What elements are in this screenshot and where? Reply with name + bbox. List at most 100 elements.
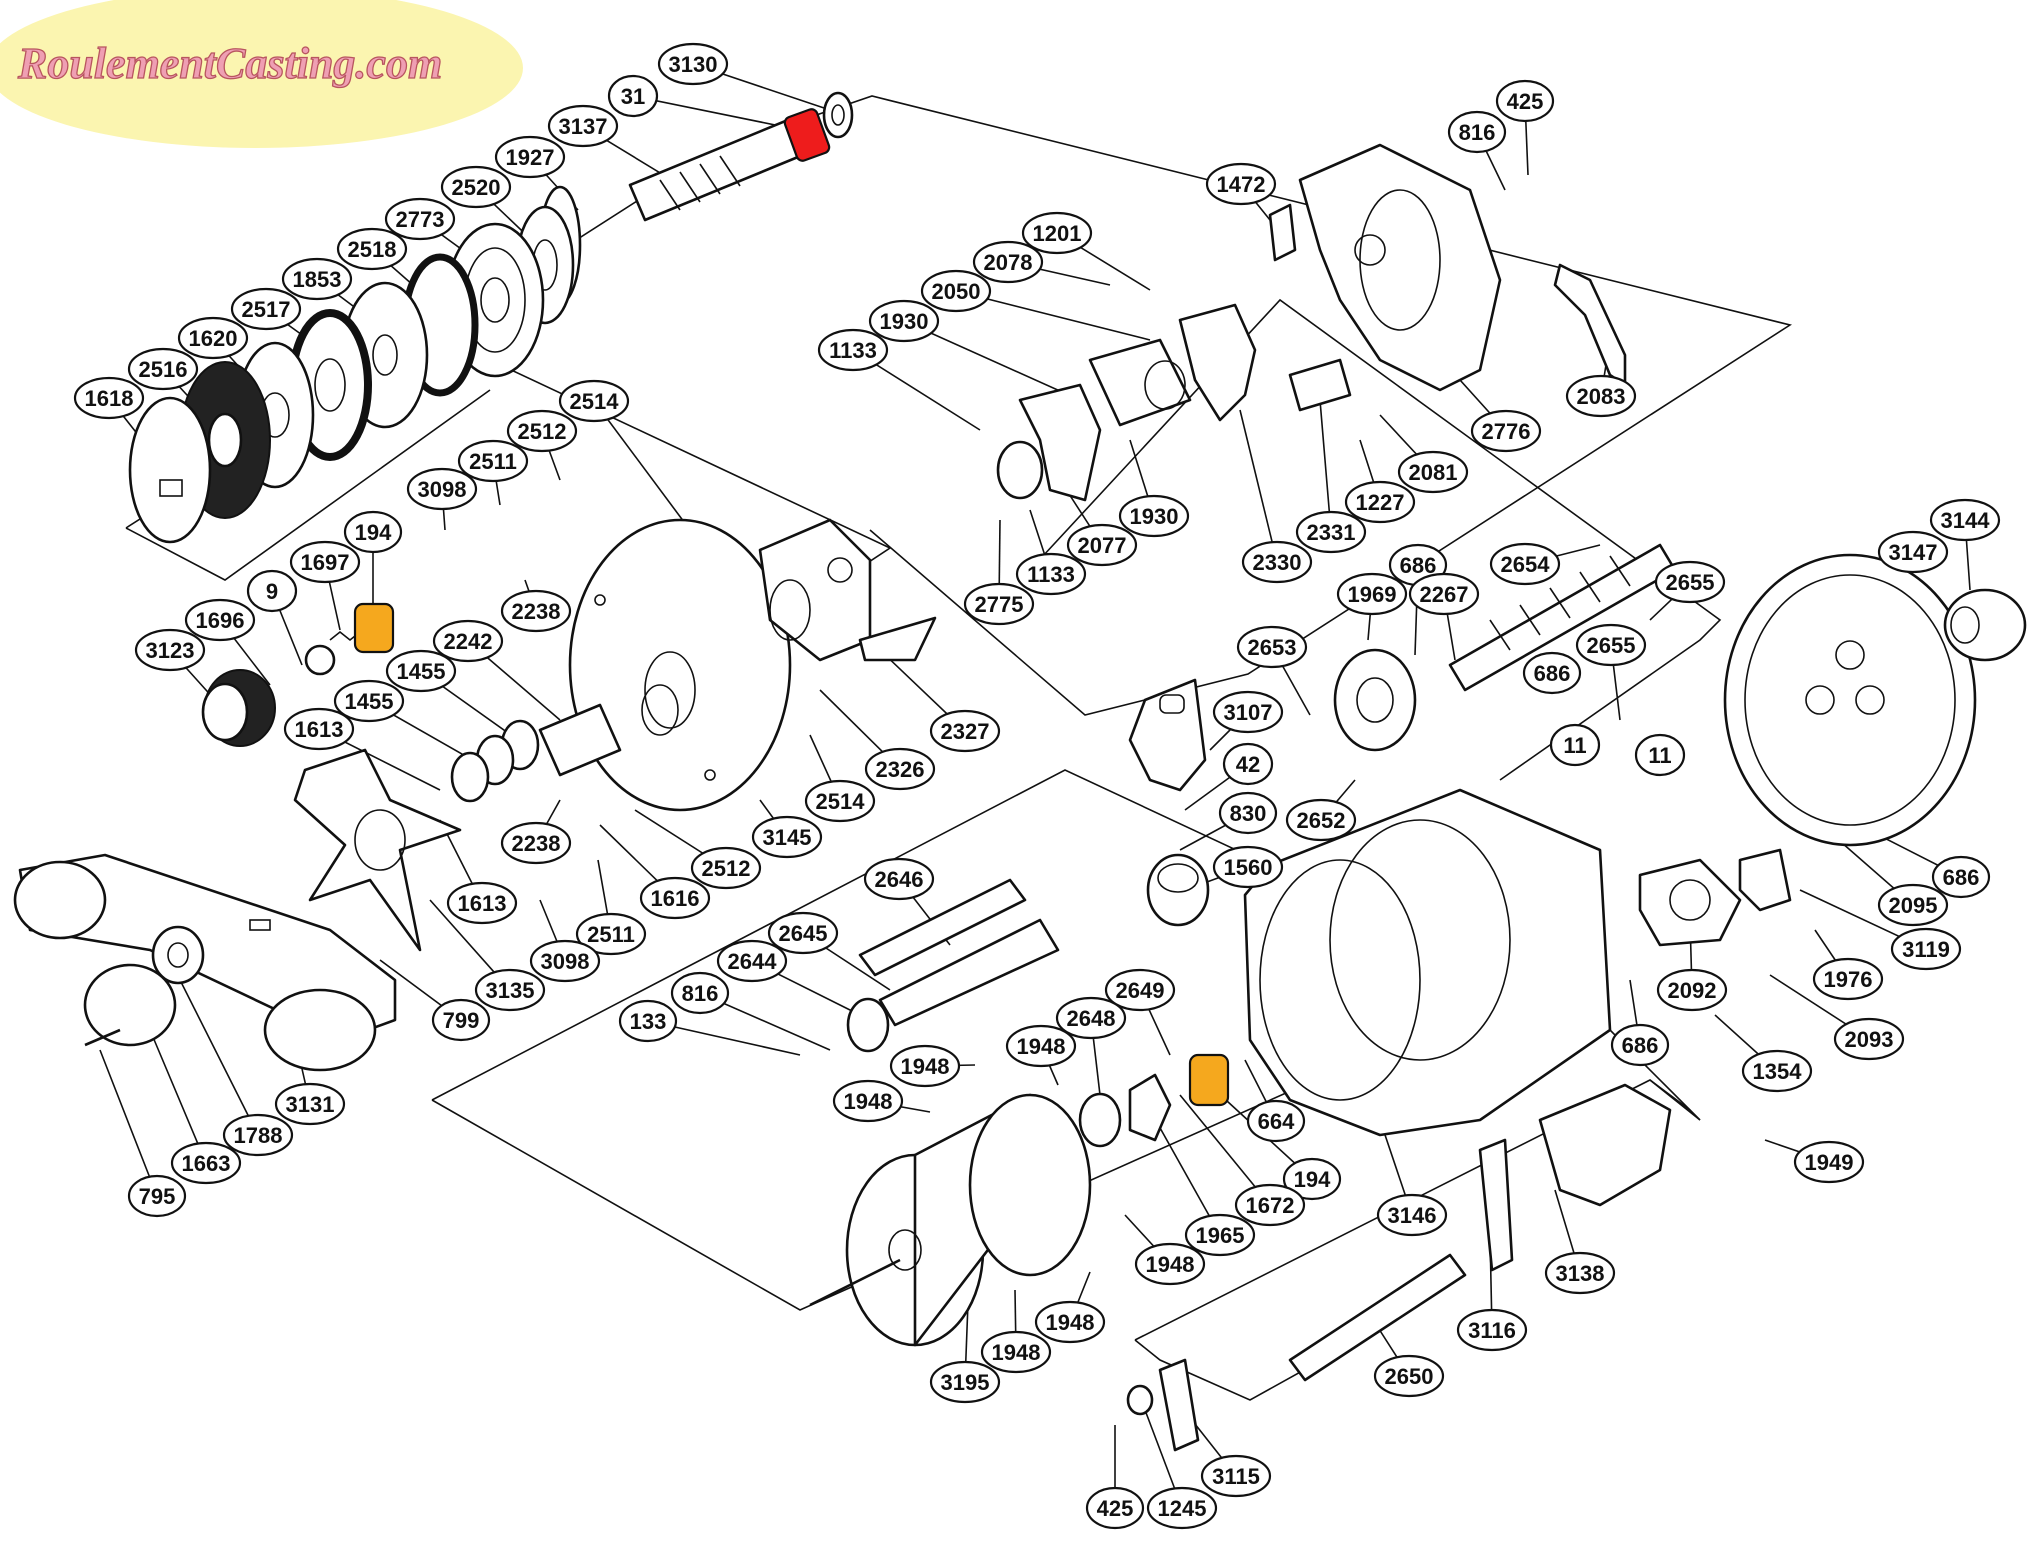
part-label-1965: 1965 <box>1184 1213 1256 1257</box>
part-label-bubble <box>1246 1099 1306 1143</box>
part-label-2083: 2083 <box>1565 374 1637 418</box>
part-label-bubble <box>1205 162 1277 206</box>
part-label-bubble <box>618 999 678 1043</box>
part-label-830: 830 <box>1218 791 1278 835</box>
part-label-bubble <box>500 589 572 633</box>
part-label-bubble <box>1489 542 1561 586</box>
part-label-text: 425 <box>1097 1496 1134 1521</box>
part-label-text: 3147 <box>1889 540 1938 565</box>
part-label-text: 2083 <box>1577 384 1626 409</box>
part-label-bubble <box>506 409 578 453</box>
part-label-3098a: 3098 <box>406 467 478 511</box>
part-label-text: 2093 <box>1845 1027 1894 1052</box>
part-label-bubble <box>1447 110 1507 154</box>
part-label-text: 194 <box>1294 1167 1331 1192</box>
part-label-text: 1618 <box>85 386 134 411</box>
part-label-text: 194 <box>355 520 392 545</box>
logo-text: RoulementCasting.com <box>17 39 442 88</box>
clip-2327 <box>858 616 937 662</box>
site-logo: RoulementCasting.com <box>0 0 523 148</box>
part-label-686d: 686 <box>1931 855 1991 899</box>
part-label-1618: 1618 <box>73 376 145 420</box>
part-label-2326: 2326 <box>864 747 936 791</box>
bar-2645 <box>878 918 1060 1027</box>
part-label-3116: 3116 <box>1456 1308 1528 1352</box>
part-label-3115: 3115 <box>1200 1454 1272 1498</box>
part-label-3131: 3131 <box>274 1082 346 1126</box>
part-label-text: 3138 <box>1556 1261 1605 1286</box>
part-label-194a: 194 <box>343 510 403 554</box>
part-label-bubble <box>1634 733 1686 777</box>
part-label-text: 1969 <box>1348 582 1397 607</box>
part-label-text: 425 <box>1507 89 1544 114</box>
part-label-2654: 2654 <box>1489 542 1561 586</box>
part-label-1672: 1672 <box>1234 1183 1306 1227</box>
part-label-2512b: 2512 <box>690 846 762 890</box>
part-label-2514a: 2514 <box>558 379 630 423</box>
part-label-2516: 2516 <box>127 347 199 391</box>
part-label-2331: 2331 <box>1295 510 1367 554</box>
part-label-3137: 3137 <box>547 104 619 148</box>
part-label-1948e: 1948 <box>1034 1300 1106 1344</box>
part-label-bubble <box>1055 996 1127 1040</box>
pinion-2775 <box>996 440 1044 500</box>
part-label-text: 1927 <box>506 145 555 170</box>
part-label-text: 3146 <box>1388 1203 1437 1228</box>
part-label-text: 1930 <box>880 309 929 334</box>
part-label-bubble <box>246 569 298 613</box>
part-label-bubble <box>1236 625 1308 669</box>
part-label-bubble <box>1470 409 1542 453</box>
part-label-bubble <box>1877 883 1949 927</box>
part-label-1948d: 1948 <box>1134 1242 1206 1286</box>
plate-3116 <box>1478 1138 1514 1272</box>
part-label-text: 1788 <box>234 1123 283 1148</box>
part-label-1560: 1560 <box>1212 845 1284 889</box>
part-label-bubble <box>1376 1193 1448 1237</box>
part-label-bubble <box>73 376 145 420</box>
part-label-1697: 1697 <box>289 540 361 584</box>
part-label-text: 2511 <box>469 449 517 474</box>
part-label-bubble <box>230 287 302 331</box>
part-label-text: 2514 <box>570 389 620 414</box>
part-label-bubble <box>474 968 546 1012</box>
part-label-text: 3137 <box>559 114 608 139</box>
part-label-2652: 2652 <box>1285 798 1357 842</box>
housing-3138 <box>1538 1083 1672 1207</box>
part-label-bubble <box>134 628 206 672</box>
part-label-bubble <box>558 379 630 423</box>
part-label-816a: 816 <box>1447 110 1507 154</box>
part-label-text: 2645 <box>779 921 828 946</box>
part-label-text: 1948 <box>992 1340 1041 1365</box>
part-label-text: 1948 <box>1017 1034 1066 1059</box>
part-label-text: 1663 <box>182 1151 231 1176</box>
plate-2331 <box>1288 358 1352 412</box>
part-label-1133a: 1133 <box>817 328 889 372</box>
part-label-bubble <box>575 912 647 956</box>
part-label-text: 2327 <box>941 719 990 744</box>
part-label-2653: 2653 <box>1236 625 1308 669</box>
cap-1663 <box>83 963 177 1047</box>
part-label-text: 2646 <box>875 867 924 892</box>
part-label-text: 2330 <box>1253 550 1302 575</box>
part-label-text: 3107 <box>1224 700 1273 725</box>
part-label-text: 1455 <box>345 689 394 714</box>
part-label-3144: 3144 <box>1929 498 2001 542</box>
part-label-text: 2511 <box>587 922 635 947</box>
part-label-799: 799 <box>431 998 491 1042</box>
part-label-bubble <box>177 316 249 360</box>
part-label-2646: 2646 <box>863 857 935 901</box>
part-label-bubble <box>1285 798 1357 842</box>
part-label-2092: 2092 <box>1656 968 1728 1012</box>
sleeve-2242 <box>538 703 622 777</box>
part-label-bubble <box>1295 510 1367 554</box>
part-label-text: 2518 <box>348 237 397 262</box>
part-label-bubble <box>1408 572 1480 616</box>
ring-2648 <box>1078 1092 1122 1148</box>
part-label-11a: 11 <box>1549 723 1601 767</box>
part-label-2520: 2520 <box>440 165 512 209</box>
part-label-bubble <box>1890 927 1962 971</box>
part-label-1245: 1245 <box>1146 1486 1218 1530</box>
part-label-2095: 2095 <box>1877 883 1949 927</box>
part-label-text: 42 <box>1236 752 1260 777</box>
